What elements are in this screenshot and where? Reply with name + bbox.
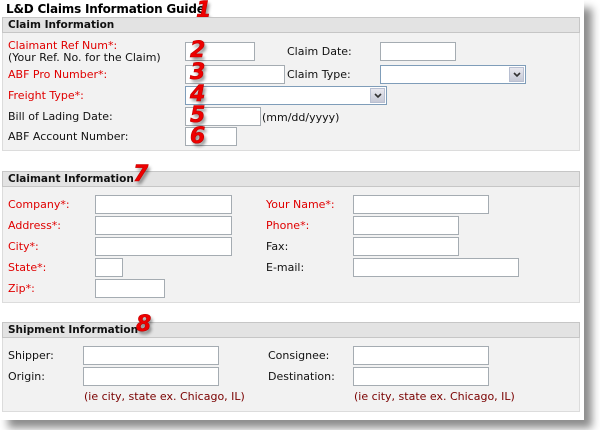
claim-info-title: Claim Information bbox=[8, 19, 115, 31]
callout-badge-1: 1 bbox=[196, 0, 212, 23]
claim-date-input[interactable] bbox=[380, 42, 456, 61]
address-label: Address*: bbox=[8, 219, 62, 232]
your-name-input[interactable] bbox=[353, 195, 489, 214]
destination-input[interactable] bbox=[353, 367, 489, 386]
bol-date-input[interactable] bbox=[185, 107, 261, 126]
zip-input[interactable] bbox=[95, 279, 165, 298]
chevron-down-icon[interactable] bbox=[370, 88, 385, 103]
company-label: Company*: bbox=[8, 198, 70, 211]
page-title: L&D Claims Information Guide bbox=[6, 2, 205, 16]
shipper-input[interactable] bbox=[83, 346, 219, 365]
your-name-label: Your Name*: bbox=[266, 198, 335, 211]
claim-info-section: Claimant Ref Num*: (Your Ref. No. for th… bbox=[2, 33, 580, 151]
consignee-input[interactable] bbox=[353, 346, 489, 365]
origin-hint: (ie city, state ex. Chicago, IL) bbox=[84, 390, 245, 403]
shipment-info-title: Shipment Information bbox=[8, 324, 139, 336]
bol-date-hint: (mm/dd/yyyy) bbox=[262, 111, 340, 124]
shipment-info-header: Shipment Information bbox=[2, 322, 580, 338]
zip-label: Zip*: bbox=[8, 282, 35, 295]
callout-badge-2: 2 bbox=[190, 38, 206, 63]
claimant-info-section: Company*: Address*: City*: State*: Zip*:… bbox=[2, 187, 580, 303]
fax-input[interactable] bbox=[353, 237, 459, 256]
bol-date-label: Bill of Lading Date: bbox=[8, 110, 113, 123]
abf-account-label: ABF Account Number: bbox=[8, 130, 129, 143]
freight-type-label: Freight Type*: bbox=[8, 89, 84, 102]
callout-badge-7: 7 bbox=[133, 162, 149, 187]
address-input[interactable] bbox=[95, 216, 232, 235]
destination-label: Destination: bbox=[268, 370, 335, 383]
abf-pro-input[interactable] bbox=[185, 65, 285, 84]
claim-date-label: Claim Date: bbox=[287, 45, 352, 58]
claim-type-label: Claim Type: bbox=[287, 68, 351, 81]
email-label: E-mail: bbox=[266, 261, 305, 274]
company-input[interactable] bbox=[95, 195, 232, 214]
claims-guide-page: L&D Claims Information Guide 1 Claim Inf… bbox=[2, 0, 580, 412]
chevron-down-icon[interactable] bbox=[509, 67, 524, 82]
claim-info-header: Claim Information bbox=[2, 17, 580, 33]
phone-label: Phone*: bbox=[266, 219, 310, 232]
freight-type-select[interactable] bbox=[185, 86, 387, 105]
origin-label: Origin: bbox=[8, 370, 45, 383]
claim-type-select[interactable] bbox=[380, 65, 526, 84]
state-label: State*: bbox=[8, 261, 47, 274]
state-input[interactable] bbox=[95, 258, 123, 277]
claimant-info-title: Claimant Information bbox=[8, 173, 134, 185]
fax-label: Fax: bbox=[266, 240, 289, 253]
callout-badge-3: 3 bbox=[190, 60, 206, 85]
callout-badge-4: 4 bbox=[190, 82, 206, 107]
claimant-ref-input[interactable] bbox=[185, 42, 255, 61]
shipment-info-section: Shipper: Origin: (ie city, state ex. Chi… bbox=[2, 338, 580, 412]
city-input[interactable] bbox=[95, 237, 232, 256]
shipper-label: Shipper: bbox=[8, 349, 54, 362]
destination-hint: (ie city, state ex. Chicago, IL) bbox=[354, 390, 515, 403]
callout-badge-8: 8 bbox=[136, 312, 152, 337]
origin-input[interactable] bbox=[83, 367, 219, 386]
callout-badge-6: 6 bbox=[190, 124, 206, 149]
callout-badge-5: 5 bbox=[190, 103, 206, 128]
email-input[interactable] bbox=[353, 258, 519, 277]
abf-account-input[interactable] bbox=[185, 127, 237, 146]
city-label: City*: bbox=[8, 240, 39, 253]
consignee-label: Consignee: bbox=[268, 349, 330, 362]
claimant-ref-sublabel: (Your Ref. No. for the Claim) bbox=[8, 51, 161, 64]
claimant-info-header: Claimant Information bbox=[2, 171, 580, 187]
claimant-ref-label: Claimant Ref Num*: bbox=[8, 39, 118, 52]
abf-pro-label: ABF Pro Number*: bbox=[8, 68, 108, 81]
phone-input[interactable] bbox=[353, 216, 459, 235]
